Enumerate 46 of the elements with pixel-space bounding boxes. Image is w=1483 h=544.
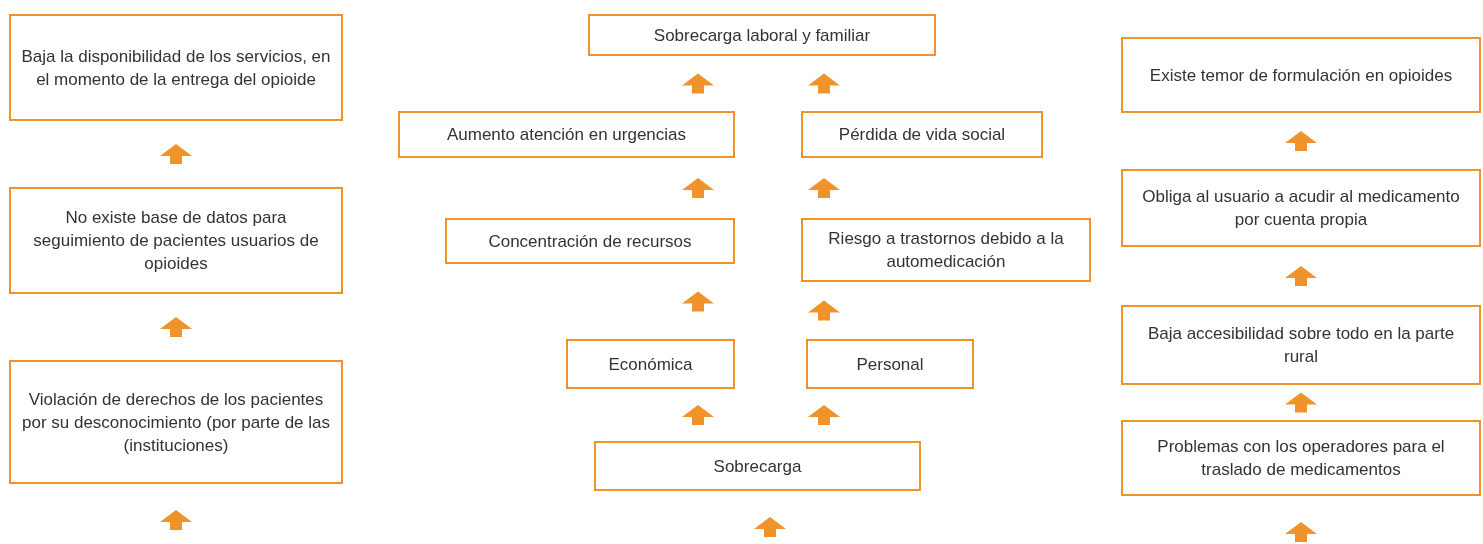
arrow [808, 73, 840, 94]
process-box [588, 14, 936, 56]
box-text: Personal [856, 353, 924, 376]
arrow [808, 405, 840, 425]
process-box [594, 441, 921, 491]
arrow [1285, 392, 1317, 413]
arrow [1285, 131, 1317, 151]
box-text: Baja accesibilidad sobre todo en la parte rural [1146, 323, 1456, 368]
box-text: Concentración de recursos [488, 230, 692, 253]
process-box [1121, 420, 1481, 496]
process-box [9, 14, 343, 121]
box-text: Obliga al usuario a acudir al medicamento por cuenta propia [1141, 186, 1461, 231]
process-box [566, 339, 735, 389]
arrow [682, 291, 714, 312]
box-text: Económica [608, 353, 693, 376]
process-box [398, 111, 735, 158]
arrow [682, 178, 714, 198]
process-box [1121, 169, 1481, 247]
process-box [801, 111, 1043, 158]
box-text: Sobrecarga laboral y familiar [653, 24, 871, 47]
box-text: Existe temor de formulación en opioides [1149, 64, 1453, 87]
box-text: Baja la disponibilidad de los servicios, en el momento de la entrega del opioide [21, 45, 331, 91]
process-box [1121, 305, 1481, 385]
box-text: No existe base de datos para seguimiento de pacientes usuarios de opioides [32, 207, 320, 275]
process-box [9, 360, 343, 484]
arrow [160, 510, 192, 530]
process-box [801, 218, 1091, 282]
arrow [682, 73, 714, 94]
arrow [1285, 522, 1317, 542]
process-box [9, 187, 343, 294]
box-text: Violación de derechos de los pacientes por su desconocimiento (por parte de las (instituciones) [21, 388, 331, 457]
process-box [445, 218, 735, 264]
box-text: Pérdida de vida social [838, 124, 1006, 146]
arrow [160, 317, 192, 337]
arrow [754, 517, 786, 537]
arrow [682, 405, 714, 425]
box-text: Problemas con los operadores para el traslado de medicamentos [1156, 436, 1446, 481]
process-box [1121, 37, 1481, 113]
arrow [160, 144, 192, 164]
arrow [808, 178, 840, 198]
box-text: Sobrecarga [713, 455, 802, 478]
process-box [806, 339, 974, 389]
arrow [1285, 266, 1317, 286]
arrow [808, 300, 840, 321]
box-text: Riesgo a trastornos debido a la automedicación [827, 228, 1065, 273]
box-text: Aumento atención en urgencias [446, 124, 687, 146]
